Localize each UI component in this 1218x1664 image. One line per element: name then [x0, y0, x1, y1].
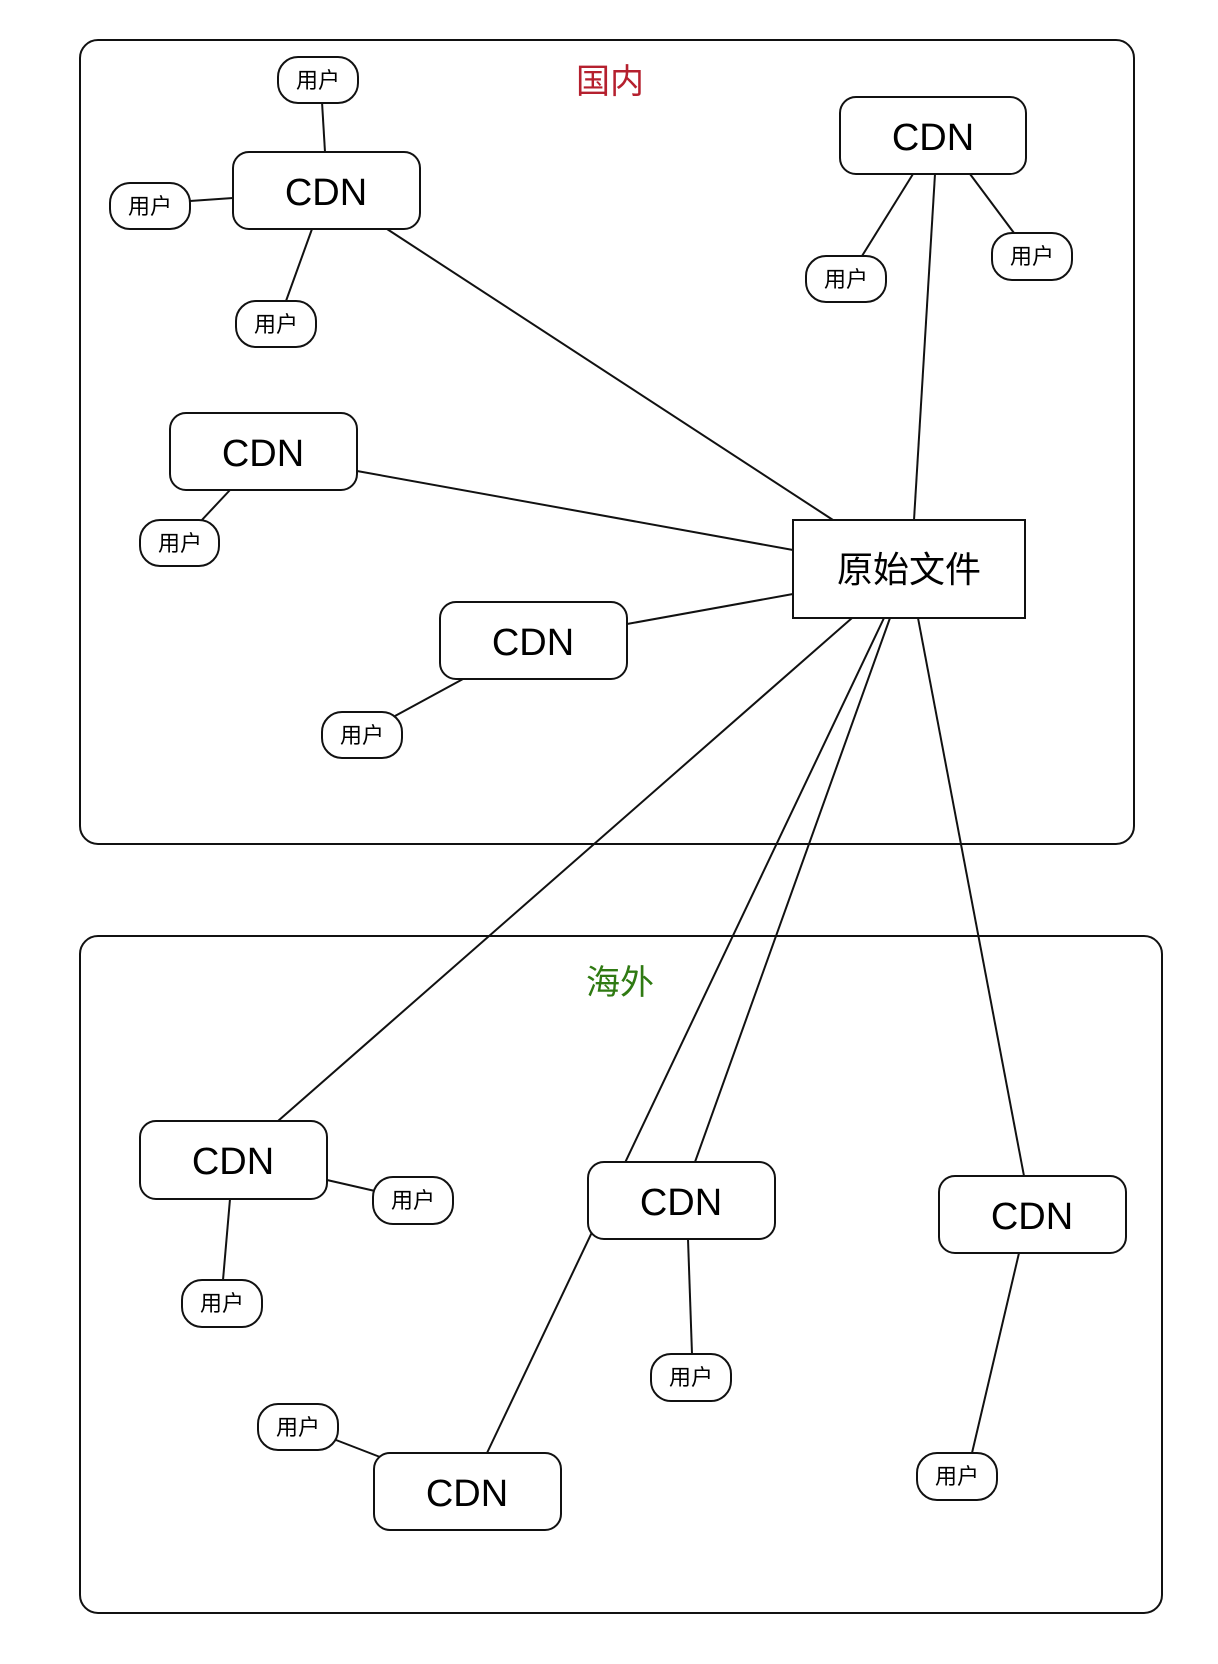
region-overseas-title: 海外: [586, 963, 654, 1003]
user-box: [181, 1279, 263, 1328]
cdn-node[interactable]: CDN: [439, 601, 628, 680]
cdn-node[interactable]: CDN: [587, 1161, 776, 1240]
edge-origin-cdn-d3: [356, 470, 794, 551]
user-node[interactable]: 用户: [991, 232, 1073, 281]
cdn-box: [439, 601, 628, 680]
cdn-box: [938, 1175, 1127, 1254]
user-node[interactable]: 用户: [235, 300, 317, 348]
cdn-box: [169, 412, 358, 491]
cdn-label: CDN: [492, 622, 574, 664]
edge-origin-cdn-d2: [913, 173, 936, 521]
user-label: 用户: [935, 1465, 979, 1490]
user-node[interactable]: 用户: [109, 182, 191, 230]
cdn-label: CDN: [192, 1141, 274, 1183]
user-label: 用户: [128, 195, 172, 220]
edge-cdn-o1-user-1: [326, 1179, 376, 1192]
user-box: [257, 1403, 339, 1451]
cdn-box: [587, 1161, 776, 1240]
user-node[interactable]: 用户: [321, 711, 403, 759]
cdn-label: CDN: [892, 117, 974, 159]
cdn-label: CDN: [640, 1182, 722, 1224]
user-label: 用户: [296, 69, 340, 94]
region-overseas-frame: [79, 935, 1163, 1614]
user-label: 用户: [254, 313, 298, 338]
region-domestic-title: 国内: [576, 62, 644, 102]
cdn-box: [373, 1452, 562, 1531]
user-node[interactable]: 用户: [916, 1452, 998, 1501]
edge-cdn-d1-user-1: [321, 101, 326, 153]
cdn-box: [839, 96, 1027, 175]
cdn-label: CDN: [222, 433, 304, 475]
origin-file-box: [792, 519, 1026, 619]
user-label: 用户: [340, 724, 384, 749]
edge-origin-cdn-o4: [486, 617, 885, 1454]
user-label: 用户: [200, 1292, 244, 1317]
user-label: 用户: [158, 532, 202, 557]
cdn-node[interactable]: CDN: [169, 412, 358, 491]
user-label: 用户: [391, 1189, 435, 1214]
user-box: [916, 1452, 998, 1501]
cdn-node[interactable]: CDN: [839, 96, 1027, 175]
cdn-label: CDN: [285, 172, 367, 214]
user-node[interactable]: 用户: [372, 1176, 454, 1225]
user-label: 用户: [1010, 245, 1054, 270]
edge-origin-cdn-d1: [386, 228, 834, 521]
edge-origin-cdn-o2: [694, 617, 891, 1163]
user-box: [109, 182, 191, 230]
user-box: [372, 1176, 454, 1225]
user-label: 用户: [276, 1416, 320, 1441]
cdn-box: [232, 151, 421, 230]
user-box: [650, 1353, 732, 1402]
edge-cdn-d1-user-3: [285, 228, 313, 302]
user-box: [277, 56, 359, 104]
edge-origin-cdn-o3: [917, 617, 1025, 1177]
user-node[interactable]: 用户: [650, 1353, 732, 1402]
cdn-label: CDN: [426, 1473, 508, 1515]
user-box: [321, 711, 403, 759]
cdn-box: [139, 1120, 328, 1200]
edge-cdn-d4-user-1: [394, 678, 464, 717]
user-node[interactable]: 用户: [181, 1279, 263, 1328]
user-box: [991, 232, 1073, 281]
cdn-node[interactable]: CDN: [232, 151, 421, 230]
cdn-label: CDN: [991, 1196, 1073, 1238]
user-label: 用户: [669, 1366, 713, 1391]
edge-cdn-d3-user-1: [199, 489, 231, 523]
cdn-node[interactable]: CDN: [938, 1175, 1127, 1254]
user-node[interactable]: 用户: [257, 1403, 339, 1451]
edge-cdn-d1-user-2: [189, 197, 234, 202]
user-label: 用户: [824, 268, 868, 293]
edge-origin-cdn-d4: [626, 593, 794, 625]
edge-origin-cdn-o1: [277, 617, 853, 1122]
edge-cdn-d2-user-2: [969, 173, 1015, 234]
edge-cdn-d2-user-1: [861, 173, 914, 257]
origin-file-label: 原始文件: [837, 550, 981, 591]
edge-cdn-o3-user-1: [971, 1252, 1020, 1454]
cdn-node[interactable]: CDN: [139, 1120, 328, 1200]
origin-file-node[interactable]: 原始文件: [792, 519, 1026, 619]
edge-cdn-o4-user-1: [335, 1439, 381, 1458]
user-box: [805, 255, 887, 303]
user-node[interactable]: 用户: [805, 255, 887, 303]
cdn-node[interactable]: CDN: [373, 1452, 562, 1531]
user-node[interactable]: 用户: [277, 56, 359, 104]
edge-cdn-o2-user-1: [687, 1238, 693, 1355]
edge-cdn-o1-user-2: [222, 1198, 231, 1281]
user-box: [139, 519, 220, 567]
user-box: [235, 300, 317, 348]
user-node[interactable]: 用户: [139, 519, 220, 567]
